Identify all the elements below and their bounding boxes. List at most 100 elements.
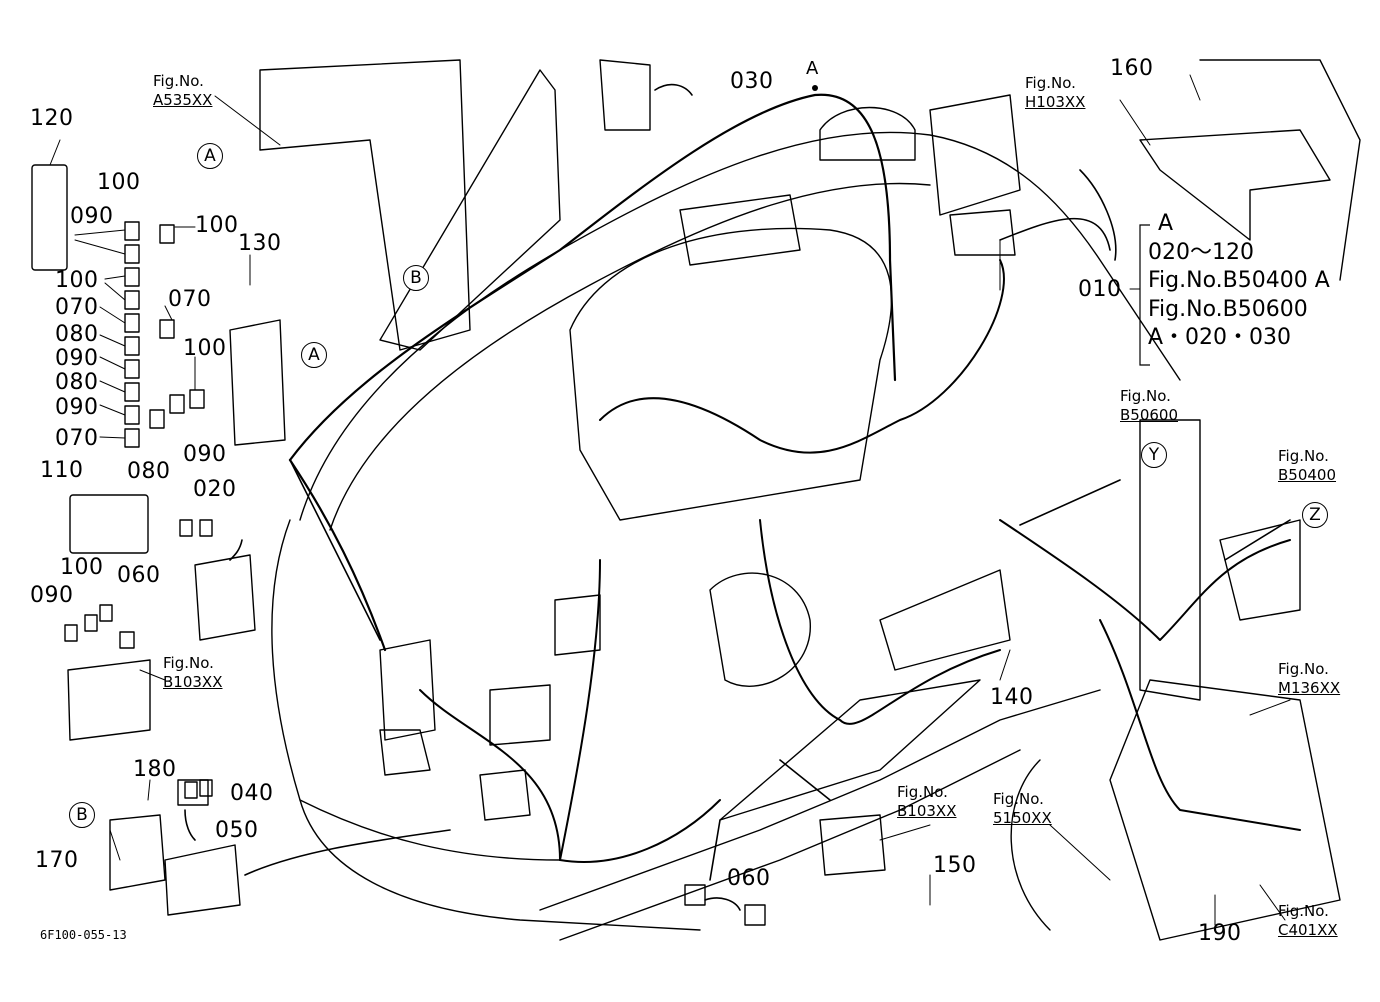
fig-ref-b103-bottom: Fig.No. B103XX xyxy=(897,783,957,820)
part-label-090: 090 xyxy=(183,442,227,467)
glow-relay xyxy=(479,769,531,821)
note-line-4: Fig.No.B50600 xyxy=(1148,296,1308,322)
circle-marker-z: Z xyxy=(1302,502,1328,528)
part-label-040: 040 xyxy=(230,781,274,806)
relay-top-030 xyxy=(599,59,651,131)
mesh-cover xyxy=(679,194,801,266)
part-label-130: 130 xyxy=(238,231,282,256)
coil-left xyxy=(379,729,431,776)
part-label-170: 170 xyxy=(35,848,79,873)
fig-ref-b103-left: Fig.No. B103XX xyxy=(163,654,223,691)
part-label-100: 100 xyxy=(183,336,227,361)
relaybox-110 xyxy=(69,494,149,554)
circle-marker-b-top: B xyxy=(403,265,429,291)
part-label-070: 070 xyxy=(55,295,99,320)
note-line-3: Fig.No.B50400 A xyxy=(1148,268,1330,294)
hood-inner xyxy=(329,182,931,531)
fig-ref-b50400: Fig.No. B50400 xyxy=(1278,447,1337,484)
fig-ref-m136: Fig.No. M136XX xyxy=(1278,660,1341,697)
part-label-140: 140 xyxy=(990,685,1034,710)
flywheel xyxy=(1010,759,1051,931)
circle-marker-a-mid: A xyxy=(301,342,327,368)
part-label-150: 150 xyxy=(933,853,977,878)
harness-mid xyxy=(599,259,1005,454)
wire-sensor xyxy=(1079,169,1117,261)
dash-panel xyxy=(259,59,471,351)
connector-060b xyxy=(684,884,706,906)
upper-right-bracket xyxy=(1199,59,1361,281)
part-label-060: 060 xyxy=(727,866,771,891)
part-label-020: 020 xyxy=(193,477,237,502)
part-label-080: 080 xyxy=(127,459,171,484)
connector-060c xyxy=(744,904,766,926)
relay-block-060 xyxy=(67,659,151,741)
part-label-070: 070 xyxy=(168,287,212,312)
part-label-060: 060 xyxy=(117,563,161,588)
part-label-100: 100 xyxy=(195,213,239,238)
circle-marker-a-top: A xyxy=(197,143,223,169)
hood-outline xyxy=(299,131,1181,521)
fuse-column xyxy=(64,221,213,799)
part-label-160: 160 xyxy=(1110,56,1154,81)
leader-lines xyxy=(49,74,1291,926)
point-marker-a-dot xyxy=(812,85,818,91)
note-line-2: 020～120 xyxy=(1148,239,1254,265)
part-label-050: 050 xyxy=(215,818,259,843)
part-label-100: 100 xyxy=(97,170,141,195)
harness-main xyxy=(288,93,897,462)
wire-ecu xyxy=(999,217,1111,251)
point-marker-a: A xyxy=(806,58,819,79)
part-label-090: 090 xyxy=(55,395,99,420)
relay-040 xyxy=(177,779,209,806)
part-label-190: 190 xyxy=(1198,921,1242,946)
harness-left xyxy=(288,458,387,652)
part-label-090: 090 xyxy=(70,204,114,229)
part-label-110: 110 xyxy=(40,458,84,483)
air-cleaner xyxy=(819,106,916,161)
connector-box-a xyxy=(379,639,436,741)
drawing-code: 6F100-055-13 xyxy=(40,928,127,942)
fuse-holder xyxy=(229,319,286,446)
ecu-connector xyxy=(949,209,1016,256)
circle-marker-b-bottom: B xyxy=(69,802,95,828)
arrows xyxy=(184,83,1291,911)
relay-170 xyxy=(164,844,241,916)
note-line-5: A・020・030 xyxy=(1148,325,1292,351)
fusebox-120 xyxy=(31,164,68,271)
fig-ref-b50600: Fig.No. B50600 xyxy=(1120,387,1179,424)
ecu-box xyxy=(929,94,1021,216)
harness-right xyxy=(999,519,1291,641)
coupler-block xyxy=(489,684,551,746)
harness-ground xyxy=(1099,619,1301,831)
front-grille xyxy=(299,799,561,861)
reference-note-block: A 020～120 Fig.No.B50400 A Fig.No.B50600 … xyxy=(1148,210,1330,353)
fig-ref-c401: Fig.No. C401XX xyxy=(1278,902,1338,939)
relay-mid xyxy=(554,594,601,656)
frame-rail xyxy=(559,749,1021,941)
engine-head xyxy=(569,227,893,521)
fig-ref-a535: Fig.No. A535XX xyxy=(153,72,213,109)
part-label-070: 070 xyxy=(55,426,99,451)
part-label-180: 180 xyxy=(133,757,177,782)
bottom-mesh xyxy=(719,679,981,821)
lower-right-mesh xyxy=(1219,519,1301,621)
part-label-030: 030 xyxy=(730,69,774,94)
circle-marker-y: Y xyxy=(1141,442,1167,468)
engine-block xyxy=(1109,679,1341,941)
part-label-080: 080 xyxy=(55,322,99,347)
bracket-plate xyxy=(379,69,561,351)
part-label-090: 090 xyxy=(55,346,99,371)
harness-down xyxy=(759,519,1001,725)
part-label-100: 100 xyxy=(55,268,99,293)
note-line-1: A xyxy=(1158,211,1174,236)
harness-lower xyxy=(559,559,721,863)
relay-020 xyxy=(194,554,256,641)
part-label-080: 080 xyxy=(55,370,99,395)
fig-ref-h103: Fig.No. H103XX xyxy=(1025,74,1086,111)
rear-bracket xyxy=(1139,129,1331,241)
fig-ref-5150: Fig.No. 5150XX xyxy=(993,790,1052,827)
front-body xyxy=(271,519,701,931)
bracket-170 xyxy=(109,814,166,891)
right-frame xyxy=(1139,419,1201,701)
